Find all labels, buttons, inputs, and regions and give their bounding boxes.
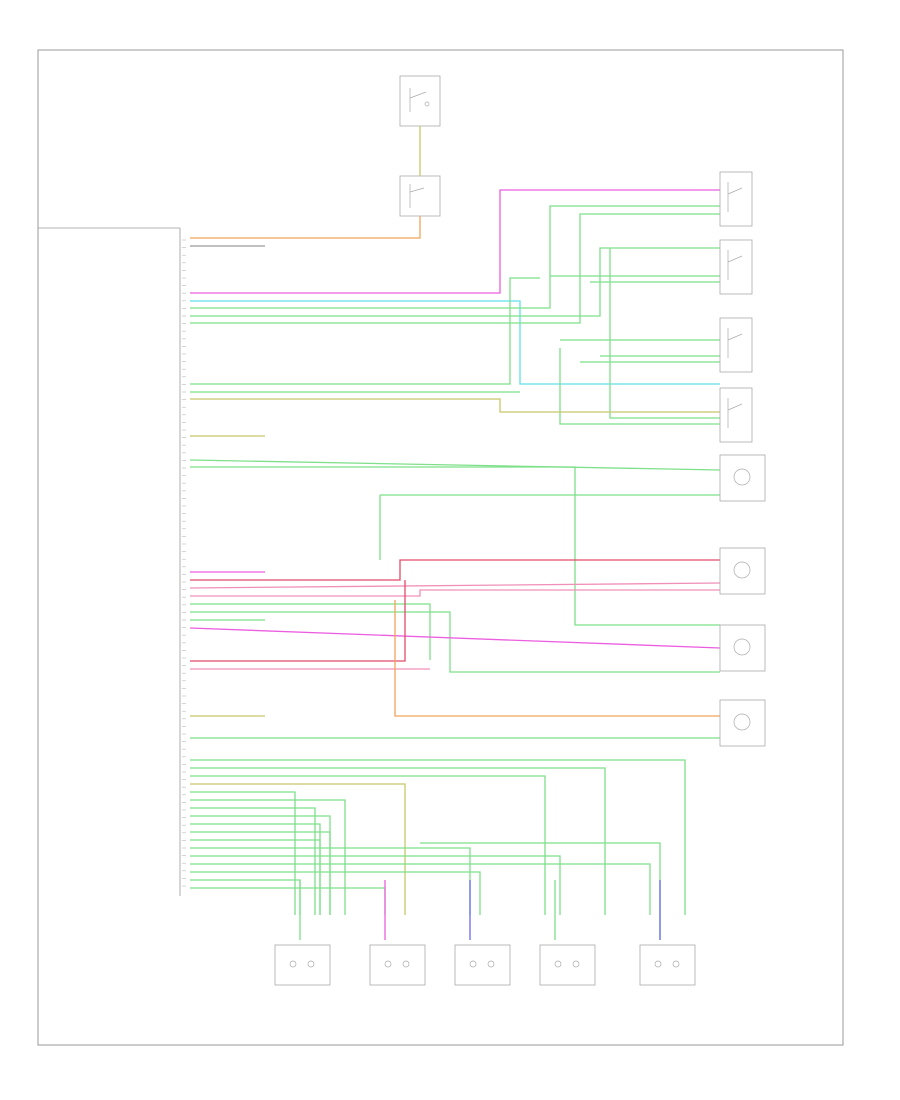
sensor-body xyxy=(733,713,751,731)
wire-b-x1 xyxy=(420,842,661,940)
motor-terminal xyxy=(654,960,662,968)
motor-terminal xyxy=(572,960,580,968)
wire-l9 xyxy=(190,580,406,662)
wire-r5 xyxy=(190,213,720,324)
seat-switch-1 xyxy=(719,239,753,295)
wire-r13 xyxy=(190,277,540,385)
wire-b13 xyxy=(190,863,651,915)
wire-l8 xyxy=(189,627,721,649)
wire-l2 xyxy=(190,559,720,581)
wire-l12 xyxy=(394,600,720,717)
wire-b6 xyxy=(190,807,316,915)
seat-motor-4 xyxy=(639,944,696,986)
seat-switch xyxy=(399,175,441,217)
wire-r2 xyxy=(190,300,720,385)
bottom-components xyxy=(274,944,696,986)
motor-terminal xyxy=(307,960,315,968)
seat-switch-0 xyxy=(719,171,753,227)
power-switch xyxy=(399,75,441,127)
wire-m1 xyxy=(189,459,721,471)
wire-b0 xyxy=(190,759,686,915)
seat-motor-1 xyxy=(369,944,426,986)
wire-b3 xyxy=(190,783,406,915)
motor-terminal xyxy=(487,960,495,968)
wire-b12 xyxy=(190,855,561,915)
wire-b7 xyxy=(190,815,331,915)
wire-r10 xyxy=(559,348,720,425)
sensor-1 xyxy=(719,547,766,595)
sensor-2 xyxy=(719,624,766,672)
wire-r15 xyxy=(190,398,720,413)
motor-terminal xyxy=(289,960,297,968)
wire-b10 xyxy=(190,839,321,915)
sensor-3 xyxy=(719,699,766,747)
seat-motor-0 xyxy=(274,944,331,986)
motor-terminal xyxy=(672,960,680,968)
sensor-0 xyxy=(719,454,766,502)
wire-l5 xyxy=(190,603,431,660)
motor-terminal xyxy=(469,960,477,968)
wire-b5 xyxy=(190,799,346,915)
diagram-frame xyxy=(37,49,844,1046)
seat-switch-2 xyxy=(719,317,753,373)
sensor-body xyxy=(733,638,751,656)
wire-b4 xyxy=(190,791,296,915)
motor-terminal xyxy=(554,960,562,968)
sensor-body xyxy=(733,561,751,579)
sensor-body xyxy=(733,468,751,486)
wire-feed-module xyxy=(190,216,421,239)
wire-b14 xyxy=(190,871,481,915)
wire-l6 xyxy=(190,611,720,673)
wire-b15 xyxy=(190,879,301,915)
switch-arm xyxy=(727,187,743,195)
switch-arm xyxy=(727,403,743,411)
wire-r1 xyxy=(190,189,720,294)
wire-b16 xyxy=(190,887,386,915)
wire-b1 xyxy=(190,767,606,915)
wire-r3 xyxy=(190,205,720,309)
module-pins xyxy=(182,239,186,887)
wire-r7 xyxy=(609,248,720,419)
right-components xyxy=(719,171,766,747)
wires xyxy=(189,126,721,940)
switch-arm xyxy=(727,255,743,263)
wire-b9 xyxy=(190,831,331,915)
motor-terminal xyxy=(384,960,392,968)
wire-l3 xyxy=(189,582,721,589)
seat-switch-3 xyxy=(719,387,753,443)
seat-motor-2 xyxy=(454,944,511,986)
wire-b2 xyxy=(190,775,546,915)
seat-motor-3 xyxy=(539,944,596,986)
switch-arm xyxy=(727,333,743,341)
wire-m2 xyxy=(190,466,720,626)
wire-l4 xyxy=(190,589,720,597)
motor-terminal xyxy=(402,960,410,968)
